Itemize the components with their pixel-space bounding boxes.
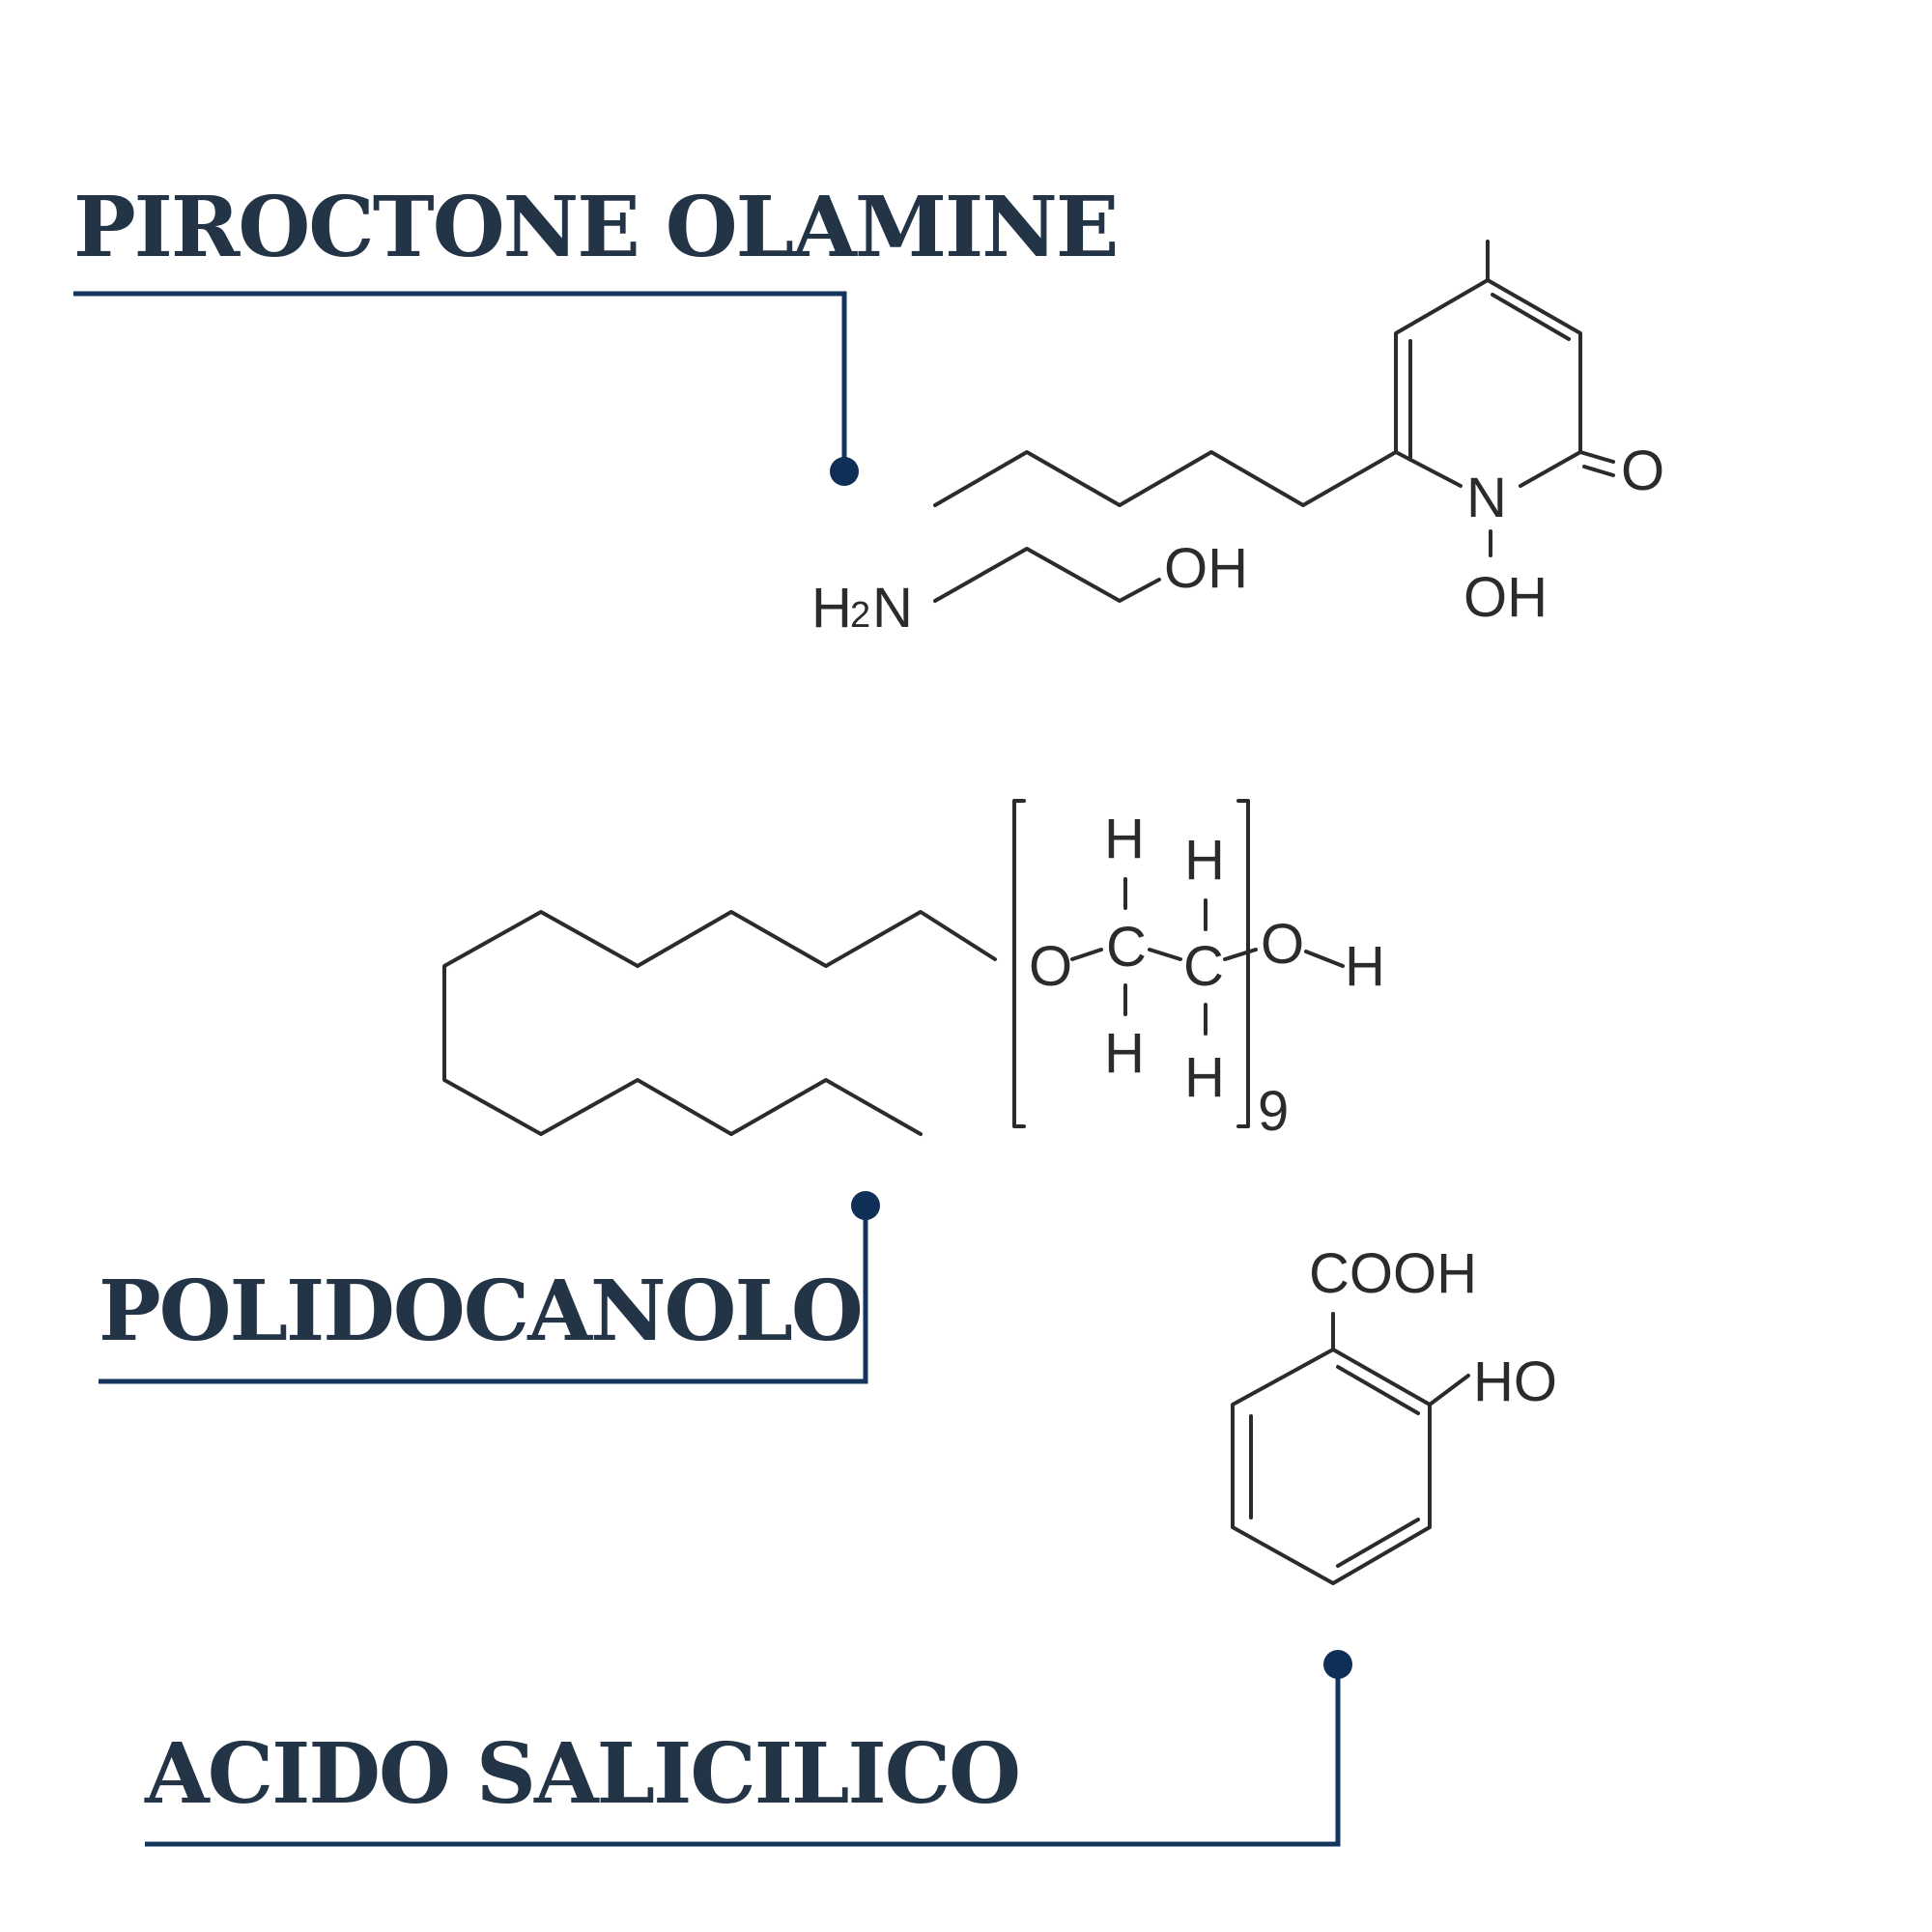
polidocanolo-title: POLIDOCANOLO — [99, 1263, 862, 1360]
atom-o-carbonyl: O — [1621, 440, 1664, 502]
polidocanolo-leader-line — [99, 1206, 868, 1384]
repeat-subscript: 9 — [1258, 1080, 1289, 1143]
acido-leader-dot — [1323, 1650, 1352, 1679]
left-bracket — [1012, 799, 1026, 1128]
atom-h2n-h: H — [811, 577, 852, 639]
piroctone-structure: N O OH — [933, 240, 1664, 629]
atom-c1: C — [1106, 916, 1147, 979]
atom-n: N — [1466, 467, 1507, 529]
n-to-carbonyl-bond — [1519, 450, 1582, 488]
acido-salicilico-group: ACIDO SALICILICO COOH HO — [144, 1242, 1557, 1847]
pyridone-ring-bond — [1394, 278, 1582, 454]
atom-h-end: H — [1345, 935, 1385, 998]
salicylic-acid-structure: COOH HO — [1231, 1242, 1557, 1585]
o1-c1-bond — [1070, 948, 1103, 961]
piroctone-olamine-group: PIROCTONE OLAMINE N O OH H 2 N OH — [73, 179, 1664, 639]
acido-salicilico-title: ACIDO SALICILICO — [144, 1725, 1019, 1823]
atom-h-top-2: H — [1184, 829, 1225, 892]
piroctone-leader-dot — [830, 457, 859, 486]
o2-h-bond — [1304, 950, 1345, 968]
atom-h-bot-2: H — [1184, 1046, 1225, 1109]
ring-to-n-bond — [1394, 450, 1463, 488]
pentyl-chain-bond — [933, 450, 1398, 507]
polidocanolo-leader-dot — [851, 1191, 880, 1220]
benzene-double-bond-top — [1336, 1365, 1420, 1415]
acido-leader-line — [145, 1664, 1341, 1847]
atom-h-bot-1: H — [1104, 1022, 1145, 1085]
c1-c2-bond — [1148, 948, 1182, 961]
pyridone-double-bond-right — [1491, 293, 1571, 341]
benzene-double-bond-bottom — [1336, 1518, 1420, 1568]
atom-h-top-1: H — [1104, 808, 1145, 870]
atom-n-oh: OH — [1463, 566, 1548, 629]
benzene-ring-bond — [1231, 1348, 1432, 1585]
piroctone-leader-line — [73, 291, 847, 471]
atom-ethanol-oh: OH — [1164, 537, 1248, 600]
piroctone-olamine-title: PIROCTONE OLAMINE — [73, 179, 1117, 276]
polidocanolo-structure: O C C H H H H O H 9 — [442, 799, 1385, 1143]
ethanolamine-chain-bond — [933, 547, 1161, 603]
atom-cooh: COOH — [1309, 1242, 1477, 1305]
right-bracket — [1236, 799, 1250, 1128]
atom-h2n-n: N — [872, 577, 913, 639]
ho-bond — [1428, 1374, 1470, 1406]
carbonyl-bond-2 — [1582, 465, 1615, 477]
atom-c2: C — [1183, 935, 1224, 998]
atom-ho: HO — [1473, 1350, 1557, 1413]
atom-o1: O — [1029, 935, 1072, 998]
carbonyl-bond-1 — [1578, 450, 1615, 464]
polidocanolo-group: POLIDOCANOLO O C C H H H H O H 9 — [99, 799, 1385, 1384]
atom-o2: O — [1261, 913, 1304, 976]
dodecyl-chain-bond — [442, 910, 997, 1136]
c2-o2-bond — [1223, 948, 1258, 961]
atom-h2n-subscript: 2 — [850, 595, 870, 636]
ethanolamine-structure: H 2 N OH — [811, 537, 1248, 639]
